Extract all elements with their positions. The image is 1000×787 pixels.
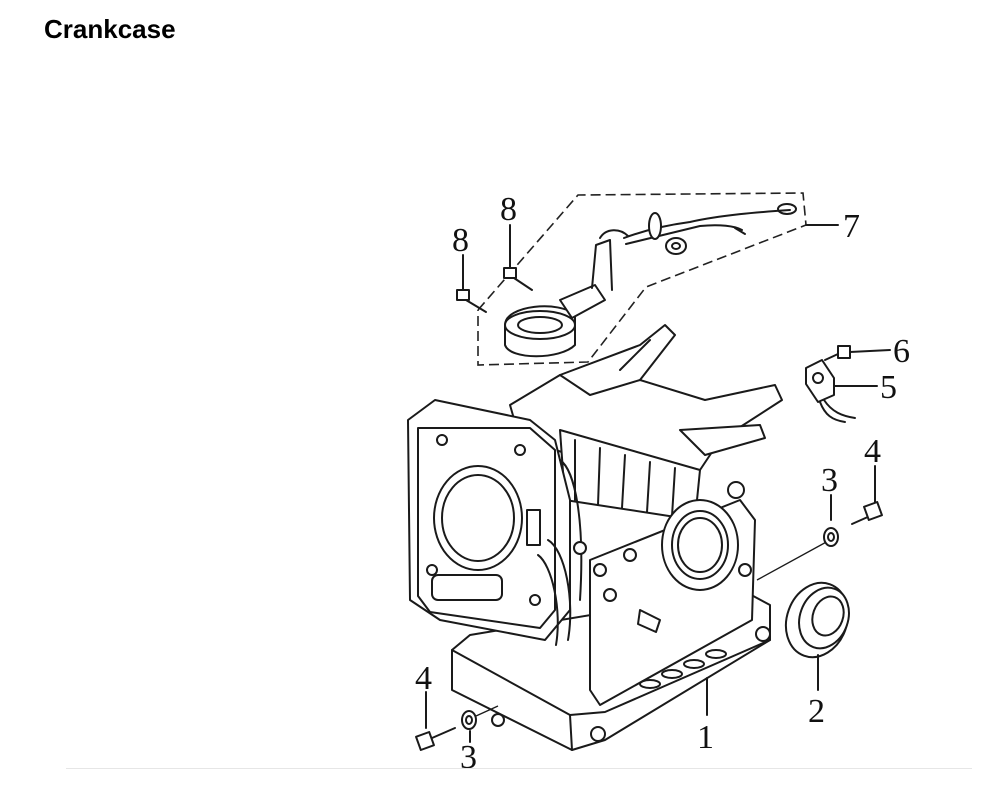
callout-5: 5: [880, 369, 897, 406]
callout-4-right: 4: [864, 433, 881, 470]
callout-8-left: 8: [452, 222, 469, 259]
washer-3-right: [823, 494, 839, 547]
washer-3-left: [461, 705, 499, 743]
callout-3-right: 3: [821, 462, 838, 499]
alignment-line: [756, 539, 831, 581]
oil-alert-switch-assembly: [504, 203, 797, 358]
callout-6: 6: [893, 333, 910, 370]
bottom-divider: [66, 768, 972, 769]
page-title: Crankcase: [44, 14, 176, 44]
crankcase-body: [407, 324, 783, 751]
callout-3-left: 3: [460, 739, 477, 776]
bolt-4-right: [851, 465, 883, 525]
bolt-4-left: [415, 691, 456, 751]
callout-7: 7: [843, 208, 860, 245]
bolt-6: [824, 345, 891, 361]
callout-4-left: 4: [415, 660, 432, 697]
oil-alert-assembly-frame: [477, 192, 807, 366]
pulser-coil-5: [805, 359, 878, 423]
oil-seal-2: [784, 581, 850, 691]
callout-2: 2: [808, 693, 825, 730]
callout-1: 1: [697, 719, 714, 756]
bolt-8-right: [503, 224, 533, 291]
callout-8-right: 8: [500, 191, 517, 228]
bolt-8-left: [456, 254, 487, 313]
